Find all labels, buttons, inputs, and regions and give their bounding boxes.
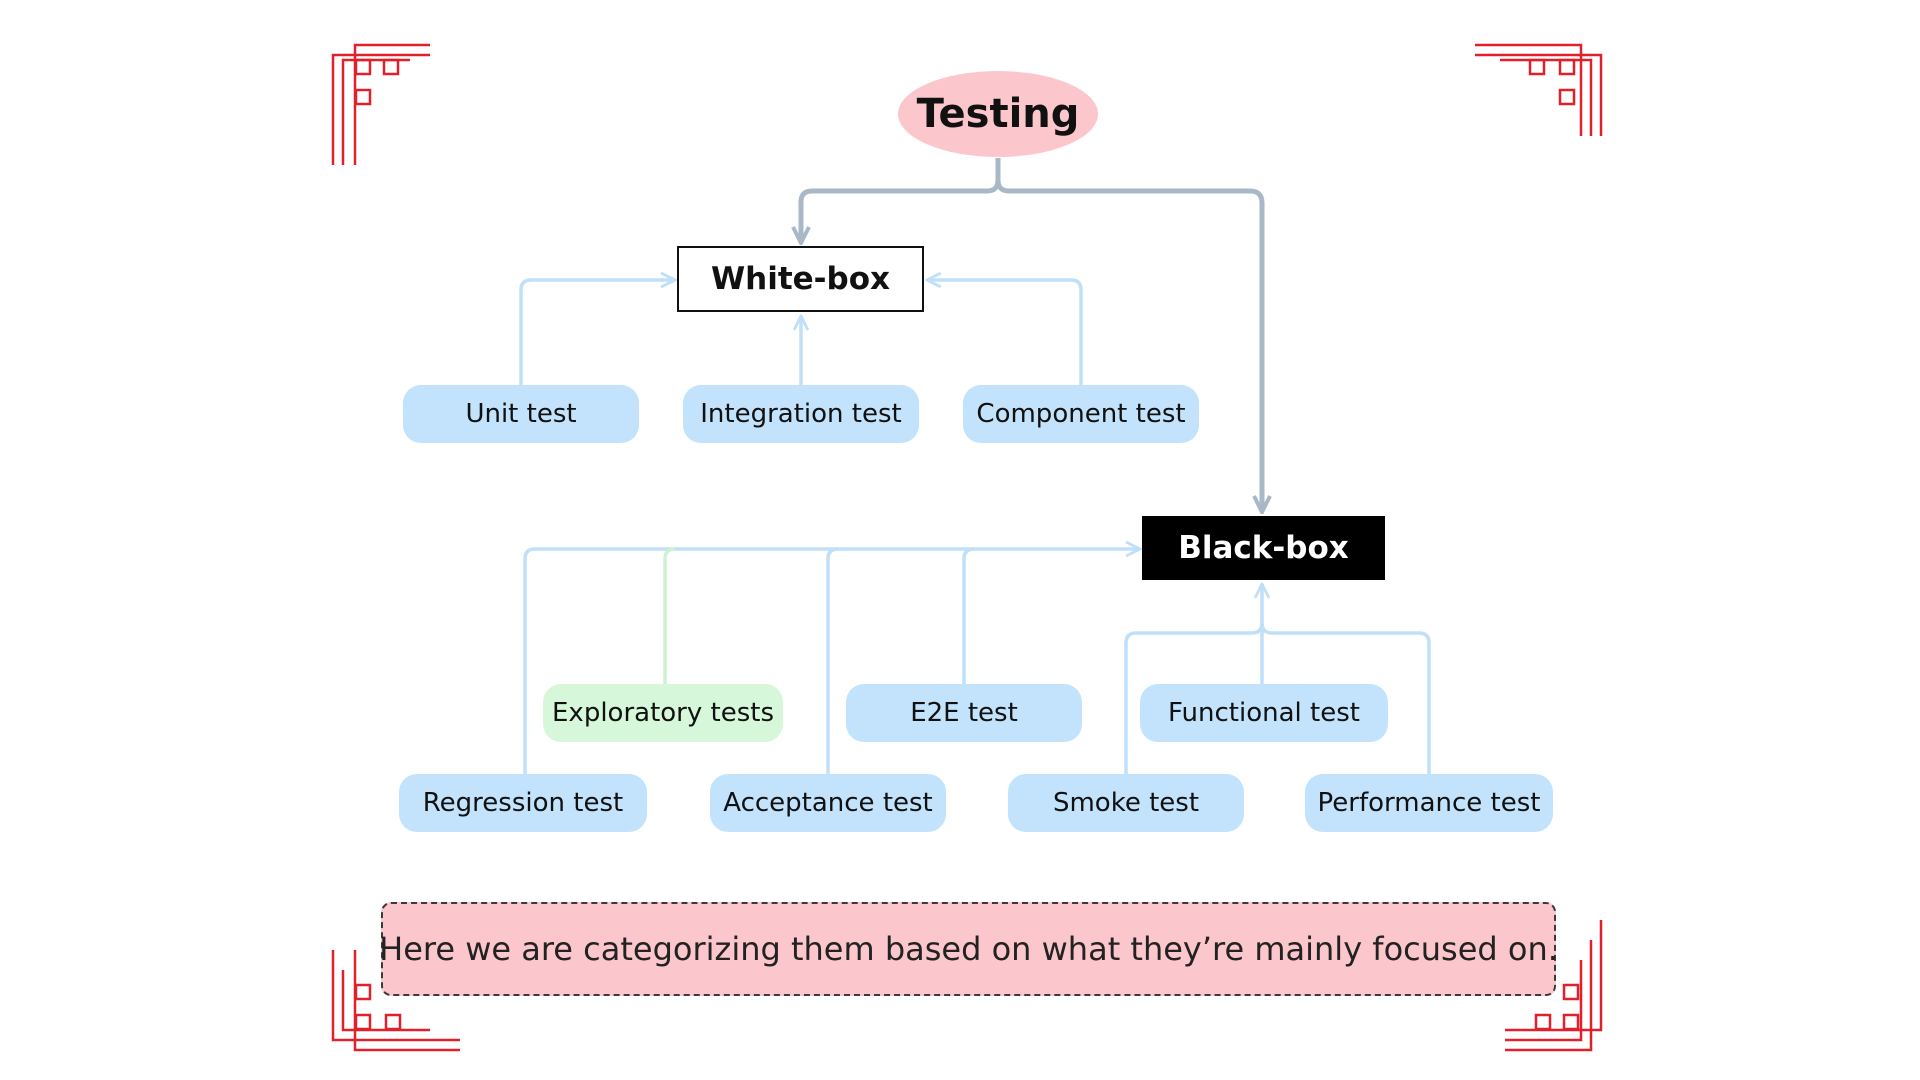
node-white-box-label: White-box (710, 261, 891, 297)
edge-component-test (927, 280, 1083, 385)
node-exploratory-tests[interactable]: Exploratory tests (543, 684, 783, 742)
edge-exploratory-tests (663, 547, 676, 684)
note-callout: Here we are categorizing them based on w… (379, 902, 1558, 996)
ornament-bottom-right-icon (1505, 920, 1603, 1052)
node-unit-test-label: Unit test (465, 399, 577, 429)
node-regression-test-label: Regression test (422, 788, 624, 818)
node-testing-label: Testing (916, 91, 1080, 137)
node-acceptance-test-label: Acceptance test (723, 788, 933, 818)
edge-acceptance-test (826, 547, 839, 774)
node-component-test[interactable]: Component test (963, 385, 1199, 443)
node-black-box-label: Black-box (1178, 530, 1349, 566)
node-performance-test-label: Performance test (1317, 788, 1541, 818)
node-integration-test[interactable]: Integration test (683, 385, 919, 443)
node-exploratory-tests-label: Exploratory tests (552, 698, 774, 728)
node-white-box[interactable]: White-box (677, 246, 924, 312)
note-text: Here we are categorizing them based on w… (379, 930, 1558, 968)
node-smoke-test[interactable]: Smoke test (1008, 774, 1244, 832)
node-e2e-test-label: E2E test (910, 698, 1018, 728)
node-performance-test[interactable]: Performance test (1305, 774, 1553, 832)
node-unit-test[interactable]: Unit test (403, 385, 639, 443)
ornament-top-right-icon (1475, 43, 1603, 136)
node-testing[interactable]: Testing (898, 71, 1098, 157)
node-regression-test[interactable]: Regression test (399, 774, 647, 832)
ornament-top-left-icon (331, 43, 430, 165)
edge-regression-test (523, 549, 1140, 774)
node-smoke-test-label: Smoke test (1052, 788, 1200, 818)
node-functional-test-label: Functional test (1168, 698, 1360, 728)
edge-e2e-test (962, 547, 975, 684)
node-functional-test[interactable]: Functional test (1140, 684, 1388, 742)
node-acceptance-test[interactable]: Acceptance test (710, 774, 946, 832)
node-e2e-test[interactable]: E2E test (846, 684, 1082, 742)
edge-unit-test (519, 280, 675, 385)
node-integration-test-label: Integration test (700, 399, 902, 429)
edge-testing-to-blackbox (995, 179, 1262, 512)
node-component-test-label: Component test (976, 399, 1186, 429)
edge-performance-test (1260, 622, 1431, 774)
ornament-bottom-left-icon (331, 950, 460, 1052)
node-black-box[interactable]: Black-box (1142, 516, 1385, 580)
